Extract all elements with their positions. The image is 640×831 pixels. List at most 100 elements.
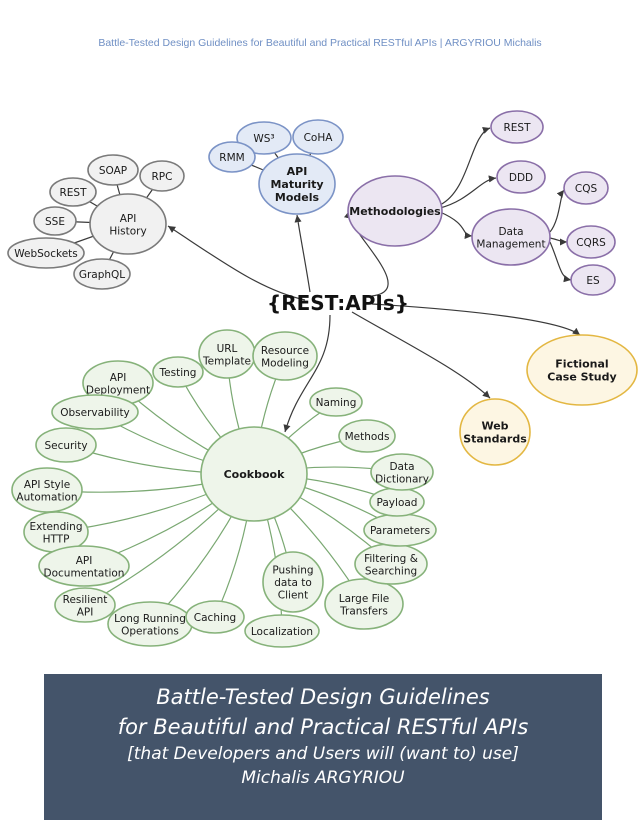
node-label: Security (44, 440, 87, 452)
node-security: Security (35, 427, 97, 463)
node-methods: Methods (338, 419, 396, 453)
connector-arrow (283, 314, 331, 433)
node-rest-h: REST (49, 177, 97, 207)
connector-arrow (439, 175, 497, 209)
node-soap: SOAP (87, 154, 139, 186)
node-websockets: WebSockets (7, 237, 85, 269)
node-bubble (49, 177, 97, 207)
mind-map: API History SOAP RPC REST SSE WebSocketsGraphQ… (7, 110, 638, 648)
node-label: Client (278, 590, 308, 602)
node-payload: Payload (369, 487, 425, 517)
node-bubble (87, 154, 139, 186)
node-label: Localization (251, 626, 313, 638)
node-bubble (566, 225, 616, 259)
banner-line-3: [that Developers and Users will (want to… (127, 744, 519, 764)
banner-line-2: for Beautiful and Practical RESTful APIs (117, 715, 529, 739)
title-banner: Battle-Tested Design Guidelines for Beau… (44, 674, 602, 820)
node-cqs: CQS (563, 171, 609, 205)
node-bubble (7, 237, 85, 269)
node-label: HTTP (43, 533, 70, 545)
node-label: Data (389, 461, 414, 473)
node-label: Transfers (339, 605, 388, 617)
node-bubble (292, 119, 344, 155)
node-es: ES (570, 264, 616, 296)
node-bubble (347, 175, 443, 247)
node-label: RPC (152, 171, 173, 183)
node-label: Large File (339, 593, 389, 605)
node-label: API (76, 555, 93, 567)
node-label: API (77, 606, 94, 618)
node-bubble (370, 453, 434, 491)
node-label: RMM (219, 152, 244, 164)
node-label: Filtering & (364, 553, 418, 565)
node-label: Resource (261, 345, 309, 357)
node-bubble (471, 208, 551, 266)
node-bubble (185, 600, 245, 634)
node-graphql: GraphQL (73, 258, 131, 290)
node-bubble (208, 141, 256, 173)
node-bubble (563, 171, 609, 205)
node-bubble (309, 387, 363, 417)
node-caching: Caching (185, 600, 245, 634)
node-label: Naming (316, 397, 357, 409)
node-label: Caching (194, 612, 236, 624)
node-localization: Localization (244, 614, 320, 648)
connector-arrow (294, 214, 311, 293)
node-label: WS³ (253, 133, 274, 145)
node-label: Automation (16, 491, 77, 503)
node-bubble (35, 427, 97, 463)
node-label: Parameters (370, 525, 430, 537)
node-label: SOAP (99, 165, 127, 177)
node-label: Operations (121, 625, 179, 637)
node-label: API (287, 165, 308, 178)
node-rest-m: REST (490, 110, 544, 144)
node-label: Template (202, 355, 251, 367)
node-label: Data (498, 226, 523, 238)
node-bubble (324, 578, 404, 630)
node-label: SSE (45, 216, 65, 228)
node-filtering: Filtering &Searching (354, 543, 428, 585)
banner-line-1: Battle-Tested Design Guidelines (156, 685, 490, 709)
node-cqrs: CQRS (566, 225, 616, 259)
node-rpc: RPC (139, 160, 185, 192)
node-sse: SSE (33, 206, 77, 236)
connector-arrow (549, 237, 568, 246)
node-label: data to (274, 577, 312, 589)
node-bubble (54, 587, 116, 623)
node-label: Standards (463, 433, 527, 446)
node-coha: CoHA (292, 119, 344, 155)
node-label: CQS (575, 183, 598, 195)
node-label: Cookbook (224, 468, 285, 481)
node-label: Fictional (555, 358, 608, 371)
node-label: CQRS (576, 237, 606, 249)
node-bubble (526, 334, 638, 406)
node-bubble (490, 110, 544, 144)
connector-arrow (439, 127, 491, 206)
node-label: History (109, 225, 146, 237)
node-naming: Naming (309, 387, 363, 417)
node-label: Management (476, 238, 545, 250)
node-label: CoHA (304, 132, 334, 144)
node-label: Models (275, 191, 320, 204)
node-label: REST (503, 122, 531, 134)
node-label: Modeling (261, 357, 309, 369)
node-label: Searching (365, 565, 417, 577)
node-label: URL (217, 343, 238, 355)
node-label: GraphQL (79, 269, 125, 281)
node-label: WebSockets (14, 248, 78, 260)
node-label: Case Study (547, 371, 616, 384)
node-bubble (252, 331, 318, 381)
node-bubble (338, 419, 396, 453)
node-label: Testing (159, 367, 197, 379)
